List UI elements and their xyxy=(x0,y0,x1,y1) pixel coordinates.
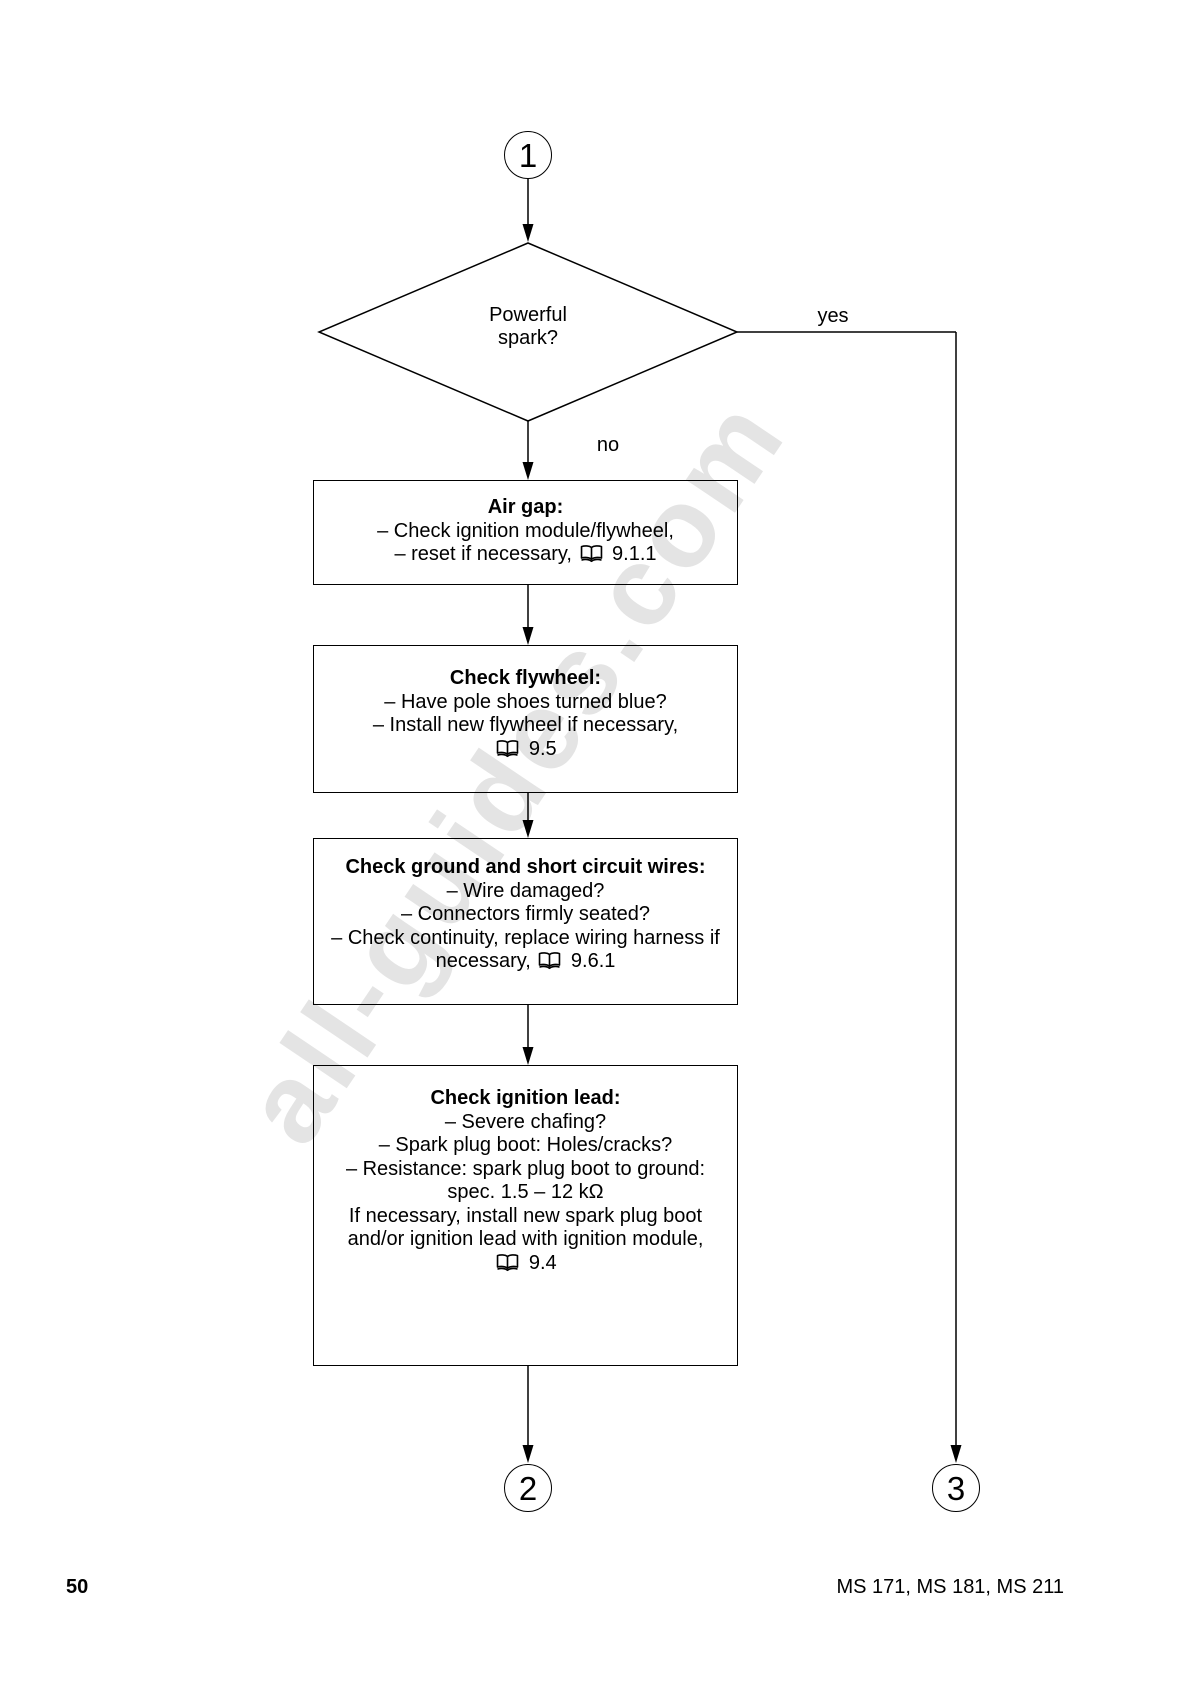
box-title: Air gap: xyxy=(487,496,564,518)
arrowhead-box2 xyxy=(522,627,534,645)
box-title: Check ignition lead: xyxy=(430,1087,621,1109)
arrowhead-decision xyxy=(522,224,534,242)
box-line: – Spark plug boot: Holes/cracks? xyxy=(378,1134,673,1156)
book-icon xyxy=(497,1253,519,1271)
connector-label: 1 xyxy=(518,136,538,174)
arrowhead-connector3 xyxy=(950,1445,962,1463)
box-line: – Resistance: spark plug boot to ground: xyxy=(345,1157,706,1180)
connector-label: 3 xyxy=(946,1469,966,1507)
box-line: necessary, 9.6.1 xyxy=(435,950,616,972)
box-lines: – Severe chafing?– Spark plug boot: Hole… xyxy=(314,1111,737,1276)
box-title: Check ground and short circuit wires: xyxy=(345,856,706,878)
decision-label: Powerful spark? xyxy=(408,304,648,350)
flow-box-check-ground-wires: Check ground and short circuit wires: – … xyxy=(313,838,738,1005)
line-yes-branch xyxy=(737,331,957,1446)
flow-box-check-ignition-lead: Check ignition lead: – Severe chafing?– … xyxy=(313,1065,738,1366)
box-lines: – Check ignition module/flywheel,– reset… xyxy=(314,520,737,567)
box-line: If necessary, install new spark plug boo… xyxy=(348,1204,703,1227)
flow-box-check-flywheel: Check flywheel: – Have pole shoes turned… xyxy=(313,645,738,793)
connector-circle-2: 2 xyxy=(504,1464,552,1512)
connector-label: 2 xyxy=(518,1469,538,1507)
flow-box-air-gap: Air gap: – Check ignition module/flywhee… xyxy=(313,480,738,585)
box-line: – reset if necessary, 9.1.1 xyxy=(394,543,657,565)
no-branch-label: no xyxy=(596,434,620,456)
connector-circle-1: 1 xyxy=(504,131,552,179)
box-line: – Severe chafing? xyxy=(444,1110,607,1133)
box-line: and/or ignition lead with ignition modul… xyxy=(347,1228,704,1250)
box-line: – Have pole shoes turned blue? xyxy=(384,690,667,713)
decision-line-1: Powerful xyxy=(489,304,567,326)
decision-line-2: spark? xyxy=(497,327,559,349)
footer-model-list: MS 171, MS 181, MS 211 xyxy=(836,1576,1064,1598)
yes-branch-label: yes xyxy=(817,305,849,327)
box-line: – Check continuity, replace wiring harne… xyxy=(331,926,720,949)
book-icon xyxy=(497,739,519,757)
arrowhead-box4 xyxy=(522,1047,534,1065)
connector-circle-3: 3 xyxy=(932,1464,980,1512)
arrowhead-box3 xyxy=(522,820,534,838)
box-lines: – Wire damaged?– Connectors firmly seate… xyxy=(314,880,737,974)
arrowhead-box1 xyxy=(522,462,534,480)
box-line: – Wire damaged? xyxy=(446,879,605,902)
page-number: 50 xyxy=(66,1576,89,1598)
box-line: 9.5 xyxy=(314,738,737,762)
box-line: – Connectors firmly seated? xyxy=(400,903,650,925)
box-title: Check flywheel: xyxy=(449,667,602,689)
box-line: 9.4 xyxy=(314,1252,737,1276)
box-line: – Check ignition module/flywheel, xyxy=(377,519,674,542)
arrowhead-connector2 xyxy=(522,1445,534,1463)
book-icon xyxy=(580,545,602,563)
box-line: spec. 1.5 – 12 kΩ xyxy=(447,1181,604,1203)
box-line: – Install new flywheel if necessary, xyxy=(372,714,679,736)
book-icon xyxy=(539,952,561,970)
box-lines: – Have pole shoes turned blue?– Install … xyxy=(314,691,737,762)
